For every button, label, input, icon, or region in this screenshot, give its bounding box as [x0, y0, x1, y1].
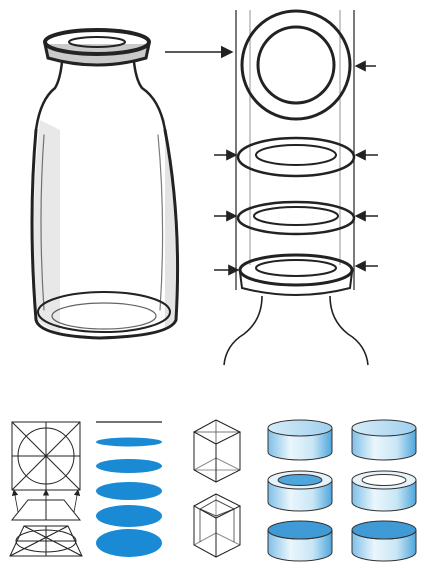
- ellipse-progression: [96, 421, 162, 557]
- ring-4-top: [238, 253, 354, 287]
- blue-ellipse-1: [96, 437, 162, 447]
- ring-top-inner: [256, 25, 336, 105]
- bottle-neck: [34, 60, 167, 132]
- ring-arrows: [214, 60, 378, 276]
- ring-3-inner: [253, 206, 339, 226]
- cylinder-1: [267, 419, 333, 461]
- blue-ellipse-4: [96, 505, 162, 527]
- ring-2-outer: [236, 136, 356, 178]
- cylinder-grid: [267, 419, 417, 562]
- wireframe-prisms: [192, 419, 242, 558]
- cylinder-6: [351, 520, 417, 562]
- bottle-shading-right: [160, 110, 178, 330]
- bottle-sketch: [30, 28, 180, 340]
- cylinder-2: [351, 419, 417, 461]
- trapezoid-ellipse: [15, 529, 77, 553]
- cap-top: [43, 28, 151, 56]
- ring-4-side: [239, 271, 353, 296]
- cylinder-4: [351, 470, 417, 512]
- blue-ellipse-3: [96, 482, 162, 500]
- cylinder-3: [267, 470, 333, 512]
- trapezoid-upper: [10, 499, 82, 521]
- blue-ellipse-5: [96, 529, 162, 557]
- perspective-trapezoid-diagram: [9, 489, 83, 557]
- ring-3-outer: [236, 200, 356, 236]
- bottle-body-inner: [40, 134, 164, 311]
- ring-top-outer: [240, 9, 352, 121]
- bottle-body: [30, 128, 180, 340]
- ring-4-inner: [255, 259, 337, 277]
- bottle-bottom-inner: [51, 302, 157, 330]
- exploded-view: [223, 9, 369, 366]
- bottle-shading: [33, 120, 60, 335]
- perspective-square-diagram: [11, 421, 81, 491]
- neck-below: [223, 295, 369, 366]
- cap-side: [43, 42, 151, 67]
- bottle-bottom: [37, 291, 171, 333]
- square-inscribed-circle: [17, 427, 75, 485]
- blue-ellipse-2: [96, 459, 162, 473]
- cap-inner: [68, 36, 126, 48]
- ring-2-inner: [255, 144, 337, 166]
- cylinder-5: [267, 520, 333, 562]
